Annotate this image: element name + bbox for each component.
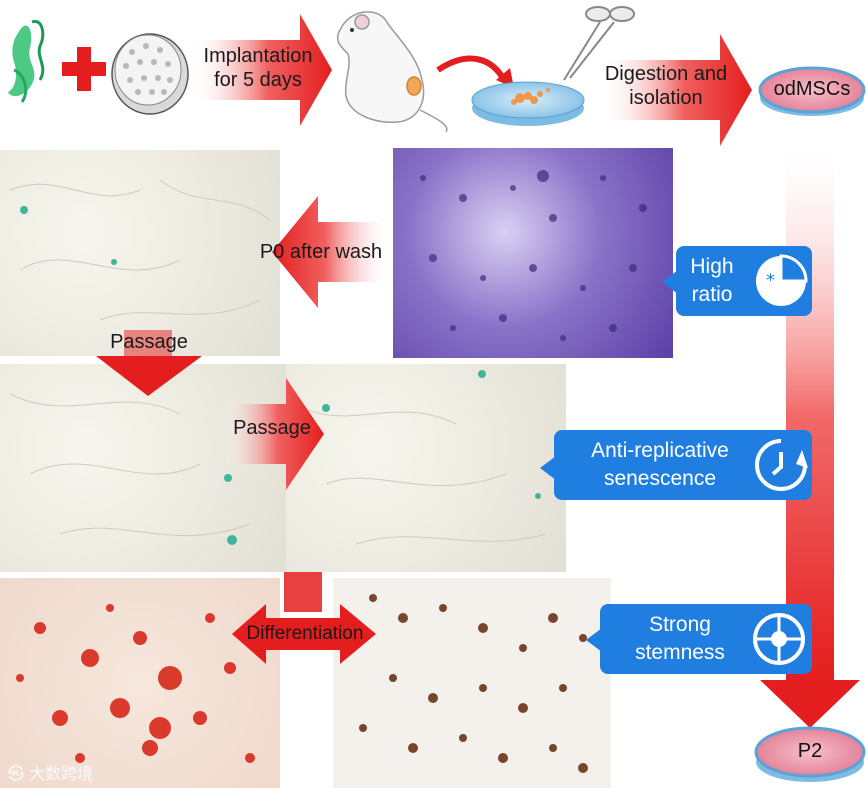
callout-stemness-line1: Strong (649, 613, 711, 636)
digestion-label: Digestion and isolation (598, 62, 734, 110)
watermark-logo-icon: ㉿ (8, 764, 30, 783)
implantation-label: Implantation for 5 days (190, 44, 326, 92)
callout-high-ratio-line1: High (690, 255, 734, 278)
svg-text:*: * (766, 270, 775, 291)
differentiation-label: Differentiation (246, 623, 364, 644)
passage-2-label: Passage (233, 417, 311, 439)
implantation-arrow (190, 14, 332, 126)
micrograph-p0-wash (0, 150, 280, 356)
micrograph-passage-1 (0, 364, 286, 572)
odmscs-dish (758, 66, 866, 116)
callout-stemness: Strong stemness (600, 604, 812, 674)
digestion-text: Digestion and isolation (604, 63, 728, 109)
pie-chart-icon: * (756, 254, 808, 306)
callout-pointer-senescence (540, 456, 556, 480)
p2-dish (754, 726, 866, 782)
callout-pointer-stemness (586, 628, 602, 652)
watermark-text: 大数跨境 (29, 764, 94, 783)
callout-pointer-high-ratio (662, 270, 678, 294)
callout-high-ratio: High ratio * (676, 246, 812, 316)
plus-icon (62, 47, 106, 91)
clock-refresh-icon (755, 439, 808, 491)
callout-senescence-line1: Anti-replicative (591, 439, 729, 462)
cell-cross-icon (753, 613, 805, 665)
micrograph-high-ratio (393, 148, 673, 358)
digestion-arrow (600, 34, 752, 146)
callout-stemness-line2: stemness (635, 641, 725, 664)
watermark: ㉿ 大数跨境 (8, 760, 93, 784)
odmscs-label: odMSCs (773, 78, 851, 100)
porous-disc-icon (111, 33, 189, 115)
micrograph-passage-2 (286, 364, 566, 572)
p2-label: P2 (797, 740, 823, 762)
mouse-icon (336, 11, 448, 133)
petri-dish-tissue (471, 81, 585, 126)
scissors-icon (563, 6, 635, 81)
callout-high-ratio-line2: ratio (691, 283, 733, 306)
callout-senescence-line2: senescence (603, 467, 717, 490)
callout-anti-senescence: Anti-replicative senescence (554, 430, 812, 500)
micrograph-differentiation-red (0, 578, 280, 788)
culture-progress-arrow (760, 150, 860, 728)
scaffold-icon (8, 19, 45, 103)
micrograph-differentiation-brown (333, 578, 611, 788)
passage-1-label: Passage (110, 331, 188, 353)
p0-wash-label: P0 after wash (259, 241, 383, 263)
implantation-text: Implantation for 5 days (203, 45, 313, 91)
